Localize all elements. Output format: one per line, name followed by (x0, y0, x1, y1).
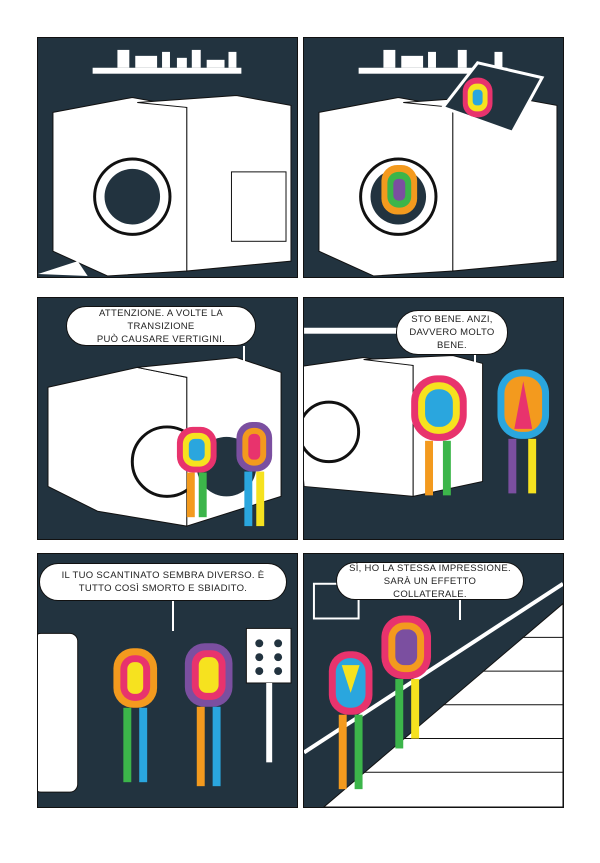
staircase-scene (304, 582, 563, 807)
dryer (137, 95, 292, 272)
speech-bubble: STO BENE. ANZI, DAVVERO MOLTO BENE. (396, 310, 508, 355)
rainbow-character (113, 648, 158, 783)
dialogue-line: DAVVERO MOLTO BENE. (409, 327, 495, 351)
rainbow-character (184, 643, 233, 787)
dialogue-line: IL TUO SCANTINATO SEMBRA DIVERSO. È (61, 570, 265, 581)
rainbow-character (176, 426, 217, 518)
bottles (117, 49, 237, 68)
speech-tail (243, 346, 245, 366)
rainbow-character (236, 421, 273, 527)
speech-bubble: IL TUO SCANTINATO SEMBRA DIVERSO. È TUTT… (39, 563, 287, 601)
panel-6: SÌ, HO LA STESSA IMPRESSIONE. SARÀ UN EF… (303, 553, 564, 808)
speech-bubble: SÌ, HO LA STESSA IMPRESSIONE. SARÀ UN EF… (336, 562, 524, 600)
dialogue-line: TUTTO COSÌ SMORTO E SBIADITO. (78, 583, 248, 594)
panel-5: IL TUO SCANTINATO SEMBRA DIVERSO. È TUTT… (37, 553, 298, 808)
water-heater (38, 632, 79, 793)
rainbow-character (462, 77, 493, 118)
speech-bubble: ATTENZIONE. A VOLTE LA TRANSIZIONE PUÒ C… (66, 306, 256, 346)
laundry-scene (318, 49, 558, 277)
panel-1 (37, 37, 298, 278)
panel-2 (303, 37, 564, 278)
rag (38, 261, 88, 277)
dialogue-line: STO BENE. ANZI, (411, 314, 493, 325)
fuse-box (245, 627, 292, 684)
rainbow-character (381, 164, 418, 215)
laundry-scene (304, 327, 550, 497)
washing-machine (52, 96, 188, 277)
dialogue-line: PUÒ CAUSARE VERTIGINI. (96, 333, 226, 345)
speech-tail (474, 355, 476, 373)
rainbow-character (497, 369, 550, 494)
rainbow-character (411, 375, 467, 496)
dialogue-line: ATTENZIONE. A VOLTE LA TRANSIZIONE (99, 307, 223, 332)
dialogue-line: SÌ, HO LA STESSA IMPRESSIONE. (349, 562, 511, 574)
panel-3: ATTENZIONE. A VOLTE LA TRANSIZIONE PUÒ C… (37, 297, 298, 540)
basement-scene (38, 627, 292, 793)
rainbow-character (328, 651, 373, 790)
laundry-scene (38, 49, 292, 277)
speech-tail (172, 601, 174, 631)
handrail (304, 582, 563, 755)
laundry-scene (47, 357, 282, 527)
panel-4: STO BENE. ANZI, DAVVERO MOLTO BENE. (303, 297, 564, 540)
rainbow-character (381, 615, 432, 749)
dialogue-line: SARÀ UN EFFETTO COLLATERALE. (383, 575, 477, 600)
shelf (92, 67, 242, 74)
speech-tail (459, 600, 461, 620)
